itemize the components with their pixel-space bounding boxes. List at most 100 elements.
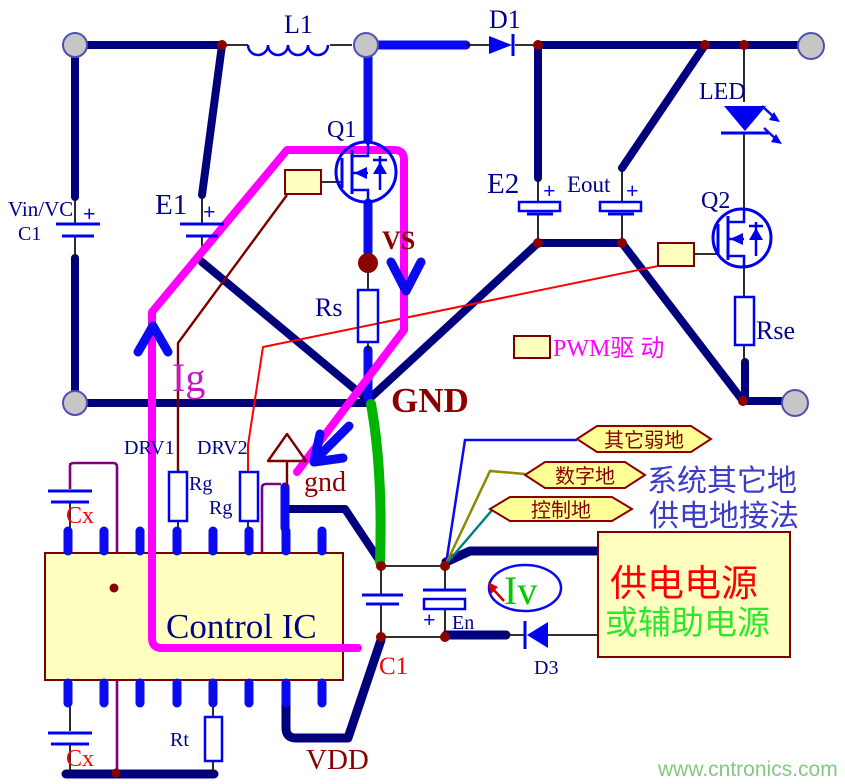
wire-e1-top: [198, 41, 226, 199]
cap-cx-top-symbol: [48, 489, 92, 504]
label-c1-input: C1: [18, 223, 41, 245]
labels: L1 D1 LED Q1 Q2 E1 E2 Eout Vin/VC C1 VS …: [8, 5, 838, 781]
label-en: En: [452, 612, 474, 634]
plus-eout: +: [626, 178, 639, 203]
wire-e1-to-gnd: [198, 258, 372, 404]
led-symbol: [721, 105, 782, 144]
tag-control-ground: [488, 496, 634, 522]
label-control-ic: Control IC: [166, 607, 317, 646]
label-gnd-power: GND: [391, 381, 469, 420]
wire-eout-top-diag: [618, 41, 709, 172]
plus-e1: +: [203, 199, 216, 224]
cap-eout-symbol: [598, 200, 643, 216]
cap-cx-bottom-symbol: [48, 731, 92, 746]
terminal-icon: [797, 32, 825, 60]
junction-dots: [109, 40, 749, 778]
label-tag-digital: 数字地: [555, 465, 615, 488]
current-loop-magenta: [148, 146, 408, 652]
resistor-rg1-symbol: [167, 470, 189, 523]
plus-vin: +: [83, 201, 96, 226]
terminal-icon: [781, 389, 809, 417]
supply-source-box: [597, 531, 791, 658]
supply-line1: 供电电源: [610, 564, 758, 605]
diode-d3-symbol: [523, 621, 548, 649]
wire-icgnd-to-c1: [284, 505, 385, 567]
gnd-arrow-sw-icon: [309, 421, 354, 467]
label-e1: E1: [155, 189, 187, 221]
gnd-symbol: [266, 432, 308, 487]
label-tag-control: 控制地: [531, 499, 591, 522]
tag-digital-ground: [523, 461, 647, 489]
label-tag-weak: 其它弱地: [604, 429, 684, 452]
plus-en: +: [423, 607, 436, 632]
label-gnd-ic: gnd: [304, 467, 346, 498]
label-rse: Rse: [756, 316, 795, 345]
cap-e2-symbol: [517, 200, 562, 216]
label-e2: E2: [487, 168, 519, 200]
label-d1: D1: [489, 5, 521, 34]
label-cx-top: Cx: [66, 503, 94, 529]
tag-weak-ground: [575, 425, 713, 453]
resistor-rs-symbol: [356, 288, 380, 344]
label-rs: Rs: [315, 293, 342, 322]
wire-to-supply-box: [441, 546, 603, 567]
resistor-rg2-symbol: [238, 470, 260, 523]
label-l1: L1: [284, 10, 313, 39]
label-rt: Rt: [170, 729, 189, 751]
wire-drv2-red: [247, 265, 659, 472]
plus-e2: +: [543, 178, 556, 203]
wire-green-gnd-link: [366, 399, 386, 567]
label-ig: Ig: [172, 355, 205, 400]
cap-vin-c1-symbol: [56, 222, 100, 238]
vs-node-dot: [358, 253, 378, 273]
label-d3: D3: [534, 657, 558, 679]
label-eout: Eout: [567, 172, 611, 197]
wire-vdd-path: [281, 635, 386, 743]
resistor-rt-symbol: [203, 715, 224, 763]
pwm-legend-box: [513, 335, 551, 359]
cap-en-symbol: [422, 588, 467, 611]
wire-control-ground: [445, 508, 494, 565]
cap-e1-symbol: [180, 222, 224, 238]
inductor-l1-symbol: [246, 44, 330, 57]
terminals: [62, 32, 825, 417]
label-vs: VS: [382, 226, 415, 255]
label-rg1: Rg: [189, 473, 212, 495]
mosfet-q2-symbol: [711, 207, 773, 269]
label-drv2: DRV2: [197, 437, 248, 459]
note-line1: 系统其它地: [647, 465, 797, 498]
pwm-drive-box-q1: [284, 169, 322, 195]
terminal-icon: [62, 32, 88, 58]
control-ic-body: [44, 552, 344, 681]
label-c1-vdd: C1: [379, 653, 408, 680]
label-cx-bottom: Cx: [66, 746, 94, 772]
pwm-drive-box-q2: [657, 242, 695, 267]
ic-pins: [63, 526, 327, 708]
ig-arrow-up-icon: [133, 321, 173, 357]
wire-weak-ground: [444, 438, 577, 565]
watermark: www.cntronics.com: [657, 758, 838, 781]
wire-e2-to-gnd: [364, 239, 542, 404]
label-drv1: DRV1: [124, 437, 175, 459]
vs-arrow-down-icon: [386, 257, 426, 296]
wire-purple-analog: [68, 461, 119, 771]
bright-blue-wires: [280, 40, 471, 533]
label-pwm-drive: PWM驱 动: [553, 335, 664, 362]
terminal-icon: [62, 390, 88, 416]
wire-digital-ground: [444, 469, 526, 565]
iv-sense-symbol: [487, 563, 563, 613]
diode-d1-symbol: [489, 34, 515, 56]
note-line2: 供电地接法: [649, 500, 799, 533]
terminal-icon: [353, 32, 379, 58]
supply-line2: 或辅助电源: [605, 605, 770, 642]
label-led: LED: [699, 79, 746, 105]
mosfet-q1-symbol: [334, 140, 398, 204]
label-q1: Q1: [327, 117, 356, 143]
label-vdd: VDD: [306, 744, 369, 776]
label-q2: Q2: [701, 188, 730, 214]
label-rg2: Rg: [209, 497, 232, 519]
wire-drv1-maroon: [176, 194, 288, 472]
cap-c1-vdd-symbol: [362, 593, 403, 606]
